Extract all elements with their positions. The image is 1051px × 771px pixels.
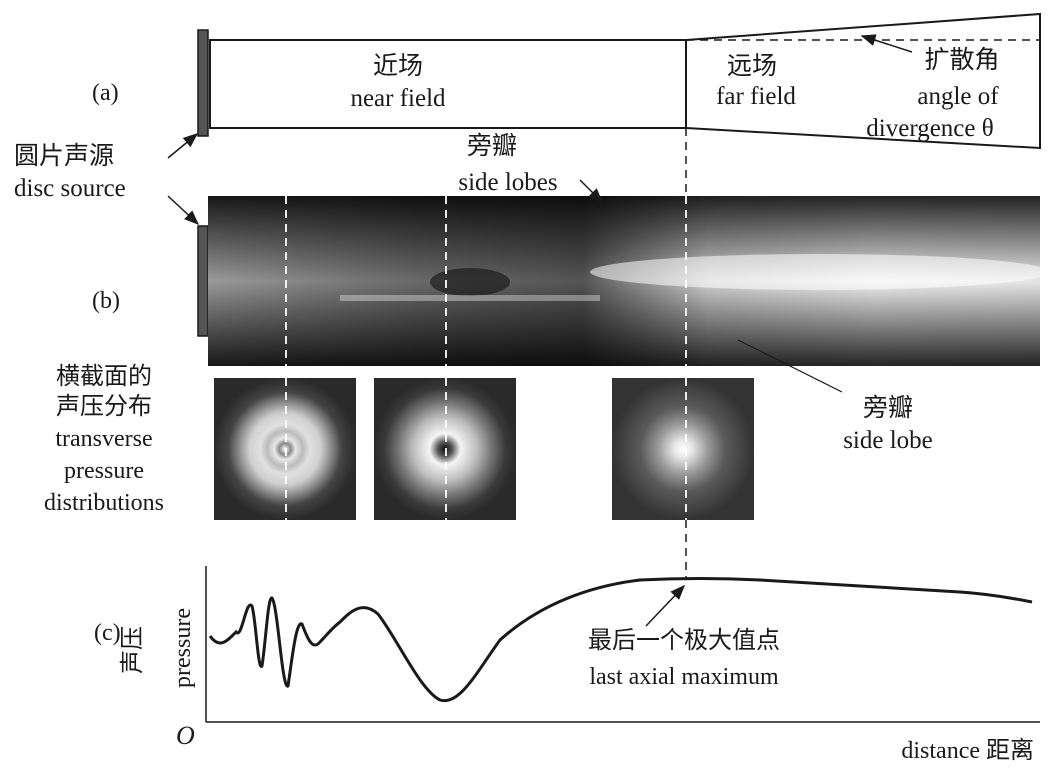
reference-lines xyxy=(285,128,687,580)
disc-source-zh: 圆片声源 xyxy=(14,142,114,170)
side-lobe-zh: 旁瓣 xyxy=(863,394,913,422)
panel-a: (a) 近场 near field 远场 far field 扩散角 angle… xyxy=(92,12,1041,150)
main-lobe-highlight xyxy=(590,254,1050,290)
disc-source-en: disc source xyxy=(14,175,126,202)
origin-label: O xyxy=(176,721,195,750)
cross-section-1 xyxy=(214,378,356,520)
disc-source-plate-a xyxy=(197,29,209,137)
divergence-arrow xyxy=(860,34,913,53)
cross-section-2 xyxy=(374,378,516,520)
last-max-arrow xyxy=(645,584,686,627)
near-field-box xyxy=(209,39,687,129)
transverse-en-3: distributions xyxy=(44,490,164,516)
side-lobe-arrow xyxy=(737,339,843,393)
disc-source-label: 圆片声源 disc source xyxy=(14,133,200,226)
divergence-zh: 扩散角 xyxy=(924,46,999,74)
far-field-en: far field xyxy=(716,83,796,110)
transverse-en-2: pressure xyxy=(64,458,144,484)
near-field-zh: 近场 xyxy=(373,52,423,80)
transverse-en-1: transverse xyxy=(55,426,152,452)
side-lobes-zh: 旁瓣 xyxy=(467,132,517,160)
panel-c-tag: (c) xyxy=(94,620,121,646)
panel-c: (c) pressure 声压 O distance 距离 最后一个极大值点 l… xyxy=(94,566,1040,764)
far-field-cone xyxy=(685,12,1041,150)
panel-a-tag: (a) xyxy=(92,80,119,106)
last-max-en: last axial maximum xyxy=(589,664,779,690)
side-lobes-arrow xyxy=(579,179,604,204)
far-field-zh: 远场 xyxy=(727,53,777,80)
xlabel: distance 距离 xyxy=(901,737,1034,764)
pressure-curve xyxy=(208,577,1033,703)
disc-source-arrow-b xyxy=(167,195,200,226)
near-field-en: near field xyxy=(350,85,446,112)
ylabel-zh: 声压 xyxy=(119,626,146,674)
ylabel-en: pressure xyxy=(170,608,196,688)
divergence-en-2: divergence θ xyxy=(866,115,993,142)
side-lobes-en: side lobes xyxy=(458,169,557,196)
last-max-zh: 最后一个极大值点 xyxy=(588,627,780,654)
disc-source-arrow-a xyxy=(167,133,199,159)
panel-b-tag: (b) xyxy=(92,288,120,314)
panel-b: (b) 旁瓣 side lobes 旁瓣 side lobe xyxy=(92,132,1050,454)
divergence-en-1: angle of xyxy=(917,83,999,110)
cross-section-3 xyxy=(612,378,754,520)
transverse-distributions: 横截面的 声压分布 transverse pressure distributi… xyxy=(44,363,754,520)
disc-source-plate-b xyxy=(197,225,209,337)
near-field-null xyxy=(430,268,510,296)
transverse-zh-1: 横截面的 xyxy=(56,363,152,390)
side-lobe-en: side lobe xyxy=(843,427,933,454)
transverse-zh-2: 声压分布 xyxy=(56,393,152,420)
